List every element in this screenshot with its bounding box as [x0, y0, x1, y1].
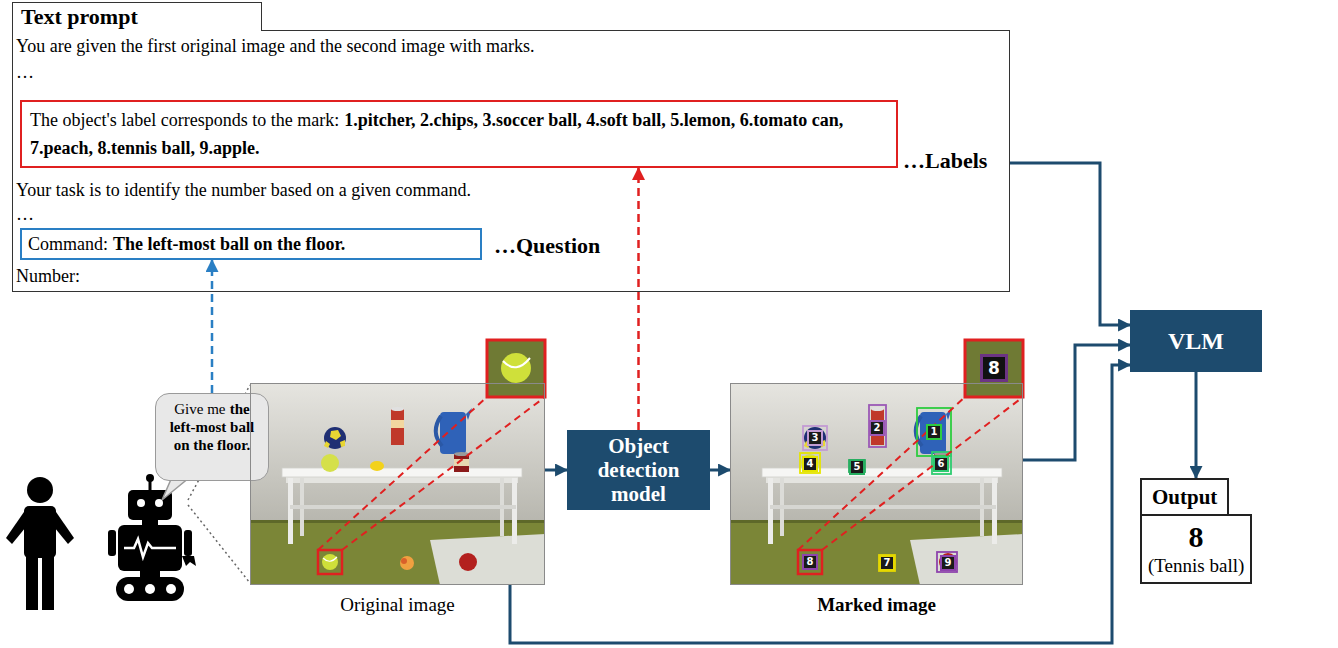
- text-paragraph: Give methe left-most ball on the floor.: [161, 400, 263, 454]
- node-text: VLM: [1168, 327, 1224, 355]
- detection-model-box: Object detection model: [567, 430, 710, 510]
- question-box: Command:The left-most ball on the floor.: [20, 228, 482, 260]
- detection-boxes: [937, 552, 957, 572]
- connector: [545, 469, 567, 472]
- mark-number: 5: [849, 459, 865, 475]
- mark-number: 3: [807, 430, 823, 446]
- node-text: …: [16, 60, 34, 84]
- speech-bubble: Give methe left-most ball on the floor.: [155, 393, 269, 481]
- zoom-inset: [487, 340, 1023, 397]
- output-box: Output8(Tennis ball): [1140, 478, 1252, 584]
- human-icon: [6, 509, 30, 544]
- robot-icon: [124, 539, 176, 557]
- robot-icon: [140, 570, 160, 578]
- human-icon: [6, 477, 74, 610]
- zoom-inset: [487, 340, 545, 397]
- mark-number: 6: [933, 456, 949, 472]
- marked-photo: [730, 383, 1023, 585]
- zoom-indicator: [798, 550, 822, 574]
- robot-icon: [182, 556, 196, 566]
- vlm-box: VLM: [1130, 310, 1262, 372]
- detection-boxes: [800, 405, 957, 572]
- node-text: 8: [1148, 520, 1244, 554]
- robot-icon: [118, 525, 182, 571]
- connector: [637, 168, 640, 430]
- robot-icon: [137, 499, 145, 507]
- marked-photo: [730, 383, 1023, 585]
- node-text: The object's label corresponds to the ma…: [30, 110, 339, 130]
- connector: [710, 469, 730, 472]
- zoom-inset: [501, 353, 531, 383]
- robot-icon: [108, 474, 196, 601]
- node-text: Text prompt: [12, 2, 262, 31]
- mark-number: 8: [980, 354, 1008, 382]
- mark-number: 8: [802, 554, 818, 570]
- text-paragraph: The object's label corresponds to the ma…: [30, 106, 888, 162]
- node-text: Your task is to identify the number base…: [16, 178, 471, 202]
- node-text: Number:: [16, 264, 80, 288]
- node-text: …: [16, 202, 34, 226]
- mark-number: 4: [802, 456, 818, 472]
- robot-icon: [145, 584, 155, 594]
- connector: [1195, 372, 1198, 478]
- human-icon: [42, 552, 54, 610]
- zoom-indicator: [318, 397, 1023, 574]
- part-label: …Labels: [903, 148, 987, 174]
- human-icon: [27, 477, 53, 503]
- node-text: Output: [1140, 478, 1229, 514]
- robot-icon: [166, 584, 176, 594]
- zoom-inset: [965, 340, 1023, 397]
- mark-number: 7: [879, 555, 895, 571]
- robot-icon: [124, 584, 134, 594]
- original-image: Original image: [250, 383, 545, 585]
- detection-boxes: [803, 426, 827, 450]
- robot-icon: [116, 577, 184, 601]
- human-icon: [50, 509, 74, 544]
- detection-boxes: [917, 408, 951, 456]
- connector: [1010, 163, 1130, 325]
- human-icon: [24, 506, 56, 558]
- zoom-indicator: [342, 397, 545, 550]
- robot-icon: [184, 530, 192, 556]
- node-text: You are given the first original image a…: [16, 34, 535, 58]
- detection-boxes: [800, 453, 820, 473]
- node-text: Marked image: [701, 594, 1052, 616]
- zoom-indicator: [318, 550, 342, 574]
- original-photo: [250, 383, 545, 585]
- labels-box: The object's label corresponds to the ma…: [20, 100, 898, 168]
- detection-boxes: [932, 452, 951, 474]
- node-text: Give me: [174, 401, 225, 417]
- robot-icon: [146, 474, 154, 482]
- mark-number: 9: [940, 555, 956, 571]
- connector: [510, 365, 1130, 643]
- part-label: …Question: [494, 233, 600, 259]
- zoom-inset: [503, 358, 530, 367]
- mark-number: 2: [869, 420, 885, 436]
- mark-number: 1: [926, 424, 942, 440]
- view-lines: [188, 505, 250, 583]
- robot-icon: [155, 499, 163, 507]
- node-text: Object detection model: [573, 434, 704, 506]
- zoom-indicator: [798, 397, 965, 550]
- original-photo: [250, 383, 545, 585]
- human-icon: [26, 552, 38, 610]
- node-text: (Tennis ball): [1148, 554, 1244, 578]
- connector: [1023, 345, 1130, 460]
- output-body: 8(Tennis ball): [1140, 514, 1252, 584]
- marked-image: Marked image: [730, 383, 1023, 585]
- connector: [211, 260, 214, 393]
- node-text: Original image: [221, 594, 574, 616]
- detection-boxes: [869, 405, 886, 447]
- node-text: Command:: [28, 234, 108, 254]
- zoom-indicator: [822, 397, 1023, 550]
- detection-boxes: [879, 555, 895, 571]
- node-text: The left-most ball on the floor.: [113, 234, 345, 254]
- zoom-indicator: [318, 397, 487, 550]
- robot-icon: [108, 530, 116, 556]
- text-paragraph: Command:The left-most ball on the floor.: [28, 232, 474, 256]
